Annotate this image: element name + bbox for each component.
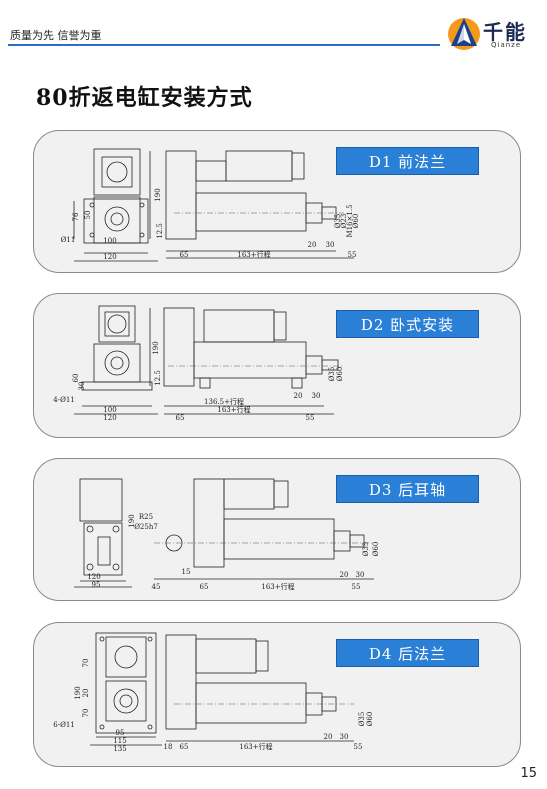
dimension-label: 18: [164, 743, 173, 751]
dimension-label: 135: [113, 745, 126, 753]
brand-name: 千能: [483, 20, 527, 44]
dimension-label: Ø35: [334, 214, 342, 229]
dimension-label: 20: [294, 392, 303, 400]
header-slogan: 质量为先 信誉为重: [10, 29, 102, 42]
dimension-label: 163+行程: [217, 405, 250, 414]
mount-label-d4: D4 后法兰: [336, 639, 479, 667]
dimension-label: 163+行程: [261, 582, 294, 591]
dimension-label: Ø60: [372, 542, 380, 557]
dimension-label: 30: [326, 241, 335, 249]
dimension-label: Ø35: [362, 542, 370, 557]
dimension-label: 120: [103, 253, 116, 261]
dimension-label: Ø23: [340, 214, 348, 229]
mount-label-d3: D3 后耳轴: [336, 475, 479, 503]
mount-label-d1: D1 前法兰: [336, 147, 479, 175]
dimension-label: 136.5+行程: [204, 397, 244, 406]
dimension-label: 12.5: [156, 223, 164, 239]
dimension-label: 95: [116, 729, 125, 737]
dimension-label: 45: [152, 583, 161, 591]
dimension-label: 50: [84, 211, 92, 220]
dimension-label: 12.5: [154, 370, 162, 386]
dimension-label: 30: [312, 392, 321, 400]
dimension-label: 65: [180, 251, 189, 259]
dimension-label: 76: [72, 212, 80, 221]
dimension-label: 55: [306, 414, 315, 422]
dimension-label: Ø11: [61, 236, 76, 244]
drawing-d2: 60304-Ø1110012019012.565136.5+行程163+行程55…: [53, 305, 344, 422]
dimension-label: Ø35: [328, 367, 336, 382]
dimension-label: 4-Ø11: [53, 396, 74, 404]
dimension-label: 65: [180, 743, 189, 751]
dimension-label: 70: [82, 709, 90, 718]
dimension-label: 30: [356, 571, 365, 579]
dimension-label: 190: [154, 188, 162, 201]
dimension-label: 100: [103, 406, 116, 414]
brand-logo: 千能 Qianze: [443, 14, 543, 56]
mount-label-d2: D2 卧式安装: [336, 310, 479, 338]
dimension-label: Ø35: [358, 712, 366, 727]
dimension-label: 190: [74, 686, 82, 699]
dimension-label: 20: [324, 733, 333, 741]
dimension-label: 20: [82, 689, 90, 698]
dimension-label: 60: [72, 374, 80, 383]
dimension-label: Ø60: [336, 367, 344, 382]
brand-logo-icon: [448, 18, 480, 50]
dimension-label: 70: [82, 659, 90, 668]
dimension-label: Ø25h7: [134, 523, 158, 531]
dimension-label: Ø60: [352, 214, 360, 229]
dimension-label: 30: [340, 733, 349, 741]
dimension-label: 120: [87, 573, 100, 581]
dimension-label: 55: [348, 251, 357, 259]
dimension-label: 190: [128, 514, 136, 527]
dimension-label: Ø60: [366, 712, 374, 727]
dimension-label: 6-Ø11: [53, 721, 74, 729]
drawing-d1: 76 50 100 120 Ø11 190 12.5 65 163+行程 20 30 55 Ø35Ø23…: [61, 148, 360, 262]
dimension-label: 120: [103, 414, 116, 422]
page-number: 15: [520, 766, 537, 781]
dimension-label: 163+行程: [239, 742, 272, 751]
dimension-label: 20: [340, 571, 349, 579]
dimension-label: 65: [200, 583, 209, 591]
dimension-label: 115: [113, 737, 126, 745]
header-divider: [8, 44, 440, 46]
dimension-label: 190: [152, 341, 160, 354]
dimension-label: 55: [352, 583, 361, 591]
dimension-label: 95: [92, 581, 101, 589]
page-title: 80折返电缸安装方式: [36, 85, 253, 111]
dimension-label: 20: [308, 241, 317, 249]
brand-subname: Qianze: [491, 41, 522, 49]
dimension-label: R25: [139, 513, 153, 521]
dimension-label: M16×1.5: [346, 204, 354, 237]
dimension-label: 55: [354, 743, 363, 751]
dimension-label: 65: [176, 414, 185, 422]
dimension-label: 163+行程: [237, 250, 270, 259]
dimension-label: 15: [182, 568, 191, 576]
dimension-label: 100: [103, 237, 116, 245]
dimension-label: 30: [78, 382, 86, 391]
